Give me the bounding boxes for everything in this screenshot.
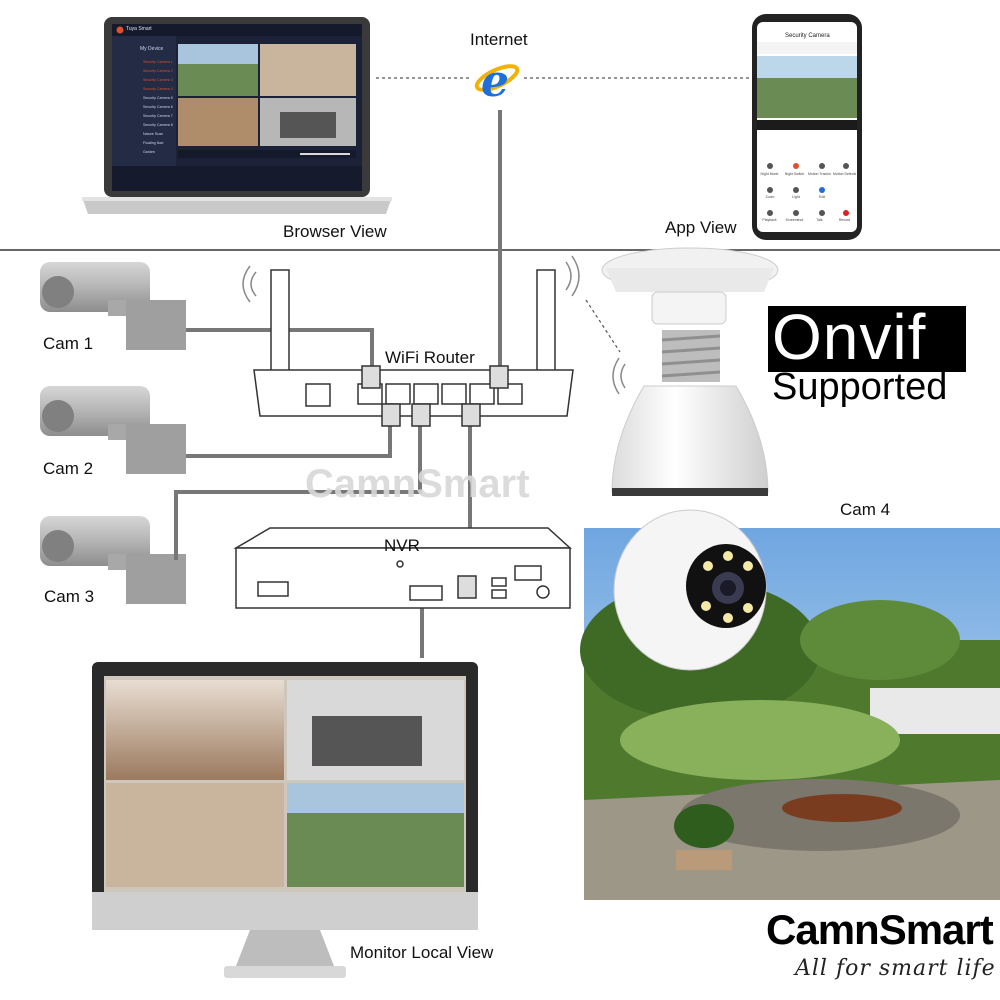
nvr-label: NVR xyxy=(384,536,420,555)
onvif-badge xyxy=(768,306,966,372)
internet-explorer-icon: e xyxy=(474,56,520,107)
laptop-illustration xyxy=(82,17,392,214)
bulb-camera-illustration xyxy=(601,247,779,671)
wifi-waves xyxy=(242,255,626,395)
phone-control-label[interactable]: Screenshot xyxy=(785,218,804,222)
bullet-cameras xyxy=(40,262,186,604)
browser-menu-item[interactable]: Security Camera 1 xyxy=(143,60,173,64)
browser-menu-item[interactable]: Floating Nad xyxy=(143,141,164,145)
app-view-label: App View xyxy=(665,218,737,237)
svg-text:e: e xyxy=(481,56,509,107)
browser-menu-item[interactable]: Security Camera 8 xyxy=(143,123,173,127)
phone-control-label[interactable]: Record xyxy=(838,218,851,222)
browser-menu-item[interactable]: Security Camera 7 xyxy=(143,114,173,118)
network-cables xyxy=(174,110,502,658)
browser-menu-item[interactable]: Garden xyxy=(143,150,155,154)
phone-control-label[interactable]: Night Mode xyxy=(760,172,779,176)
phone-control-label[interactable]: Zoom xyxy=(765,195,775,199)
browser-menu-item[interactable]: Nature Scan xyxy=(143,132,163,136)
browser-menu-item[interactable]: Security Camera 4 xyxy=(143,87,173,91)
cam1-label: Cam 1 xyxy=(43,334,94,353)
phone-control-label[interactable]: Talk xyxy=(816,218,823,222)
browser-menu-header: My Device xyxy=(140,46,164,52)
cam4-label: Cam 4 xyxy=(840,500,891,519)
monitor-illustration xyxy=(92,662,478,978)
wifi-router-label: WiFi Router xyxy=(385,348,475,367)
cam2-label: Cam 2 xyxy=(43,459,94,478)
phone-illustration xyxy=(752,14,862,240)
nvr-illustration xyxy=(233,527,572,609)
phone-control-label[interactable]: Motion Tracking xyxy=(808,172,831,176)
phone-control-label[interactable]: Motion Detection xyxy=(833,172,856,176)
browser-menu-item[interactable]: Security Camera 6 xyxy=(143,105,173,109)
browser-app-name: Tuya Smart xyxy=(126,26,152,32)
monitor-local-view-label: Monitor Local View xyxy=(350,943,494,962)
phone-control-label[interactable]: Light xyxy=(792,195,800,199)
phone-control-label[interactable]: Playback xyxy=(762,218,777,222)
brand-tagline: All for smart life xyxy=(795,956,996,981)
router-illustration xyxy=(253,269,574,427)
browser-menu-item[interactable]: Security Camera 3 xyxy=(143,78,173,82)
brand-name: CamnSmart xyxy=(766,906,994,953)
watermark: CamnSmart xyxy=(305,462,530,506)
onvif-subtitle: Supported xyxy=(772,366,948,408)
browser-view-label: Browser View xyxy=(283,222,387,241)
browser-menu-item[interactable]: Security Camera 5 xyxy=(143,96,173,100)
phone-control-label[interactable]: Edit xyxy=(818,195,826,199)
phone-title: Security Camera xyxy=(785,33,830,39)
internet-label: Internet xyxy=(470,30,528,49)
cam3-label: Cam 3 xyxy=(44,587,95,606)
phone-control-label[interactable]: Night Switch xyxy=(784,172,805,176)
onvif-title: Onvif xyxy=(772,301,927,373)
browser-menu-list: Security Camera 1 Security Camera 2 Securi… xyxy=(143,58,175,157)
browser-menu-item[interactable]: Security Camera 2 xyxy=(143,69,173,73)
